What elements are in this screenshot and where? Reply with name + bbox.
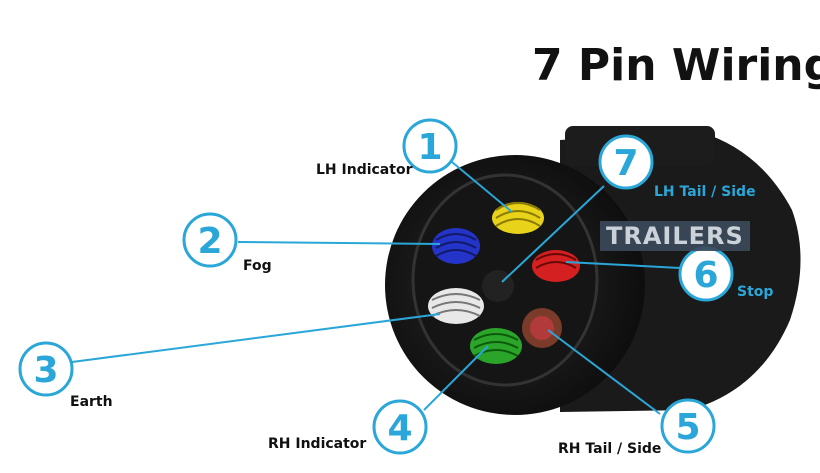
leader-line-3 bbox=[71, 313, 441, 363]
badge-1: 1 bbox=[402, 118, 458, 174]
pin-3-wire bbox=[428, 288, 484, 324]
svg-text:3: 3 bbox=[33, 350, 58, 391]
pin-2-wire bbox=[432, 228, 480, 264]
pin-5-wire bbox=[522, 308, 562, 348]
badge-2: 2 bbox=[182, 212, 238, 268]
label-pin-1: LH Indicator bbox=[316, 162, 413, 178]
label-pin-7: LH Tail / Side bbox=[654, 184, 756, 200]
badge-3: 3 bbox=[18, 341, 74, 397]
pin-4-wire bbox=[470, 328, 522, 364]
svg-text:7: 7 bbox=[613, 143, 638, 184]
badge-6: 6 bbox=[678, 246, 734, 302]
label-pin-6: Stop bbox=[737, 284, 774, 300]
leader-line-7 bbox=[501, 185, 605, 283]
svg-text:5: 5 bbox=[675, 407, 700, 448]
page-title: 7 Pin Wiring bbox=[532, 40, 820, 91]
svg-text:6: 6 bbox=[693, 255, 718, 296]
leader-line-4 bbox=[423, 345, 489, 411]
badge-5: 5 bbox=[660, 398, 716, 454]
watermark-logo: TRAILERS bbox=[600, 221, 750, 251]
leader-line-6 bbox=[565, 261, 681, 269]
label-pin-4: RH Indicator bbox=[268, 436, 367, 452]
svg-text:1: 1 bbox=[417, 127, 442, 168]
label-pin-2: Fog bbox=[243, 258, 272, 274]
label-pin-3: Earth bbox=[70, 394, 113, 410]
label-pin-5: RH Tail / Side bbox=[558, 441, 662, 457]
pin-6-wire bbox=[532, 250, 580, 282]
leader-line-2 bbox=[237, 241, 441, 245]
badge-7: 7 bbox=[598, 134, 654, 190]
svg-text:2: 2 bbox=[197, 221, 222, 262]
badge-4: 4 bbox=[372, 399, 428, 455]
leader-line-1 bbox=[451, 161, 513, 213]
leader-line-5 bbox=[547, 329, 661, 415]
pin-1-wire bbox=[492, 202, 544, 234]
svg-text:4: 4 bbox=[387, 408, 412, 449]
leader-lines bbox=[71, 161, 681, 415]
